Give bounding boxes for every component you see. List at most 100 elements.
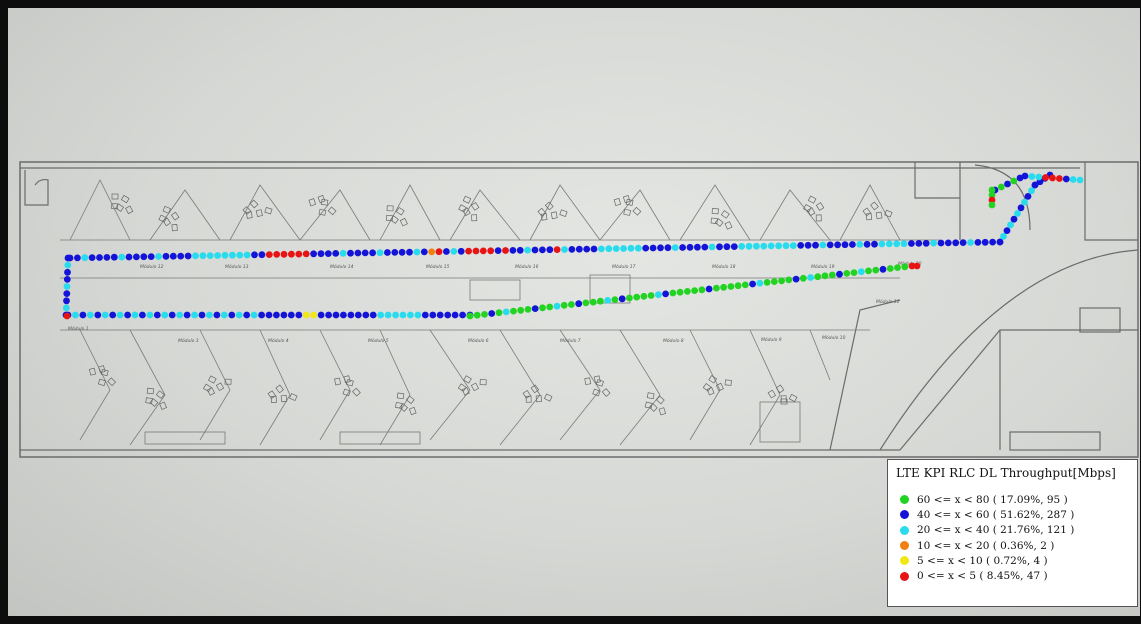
measurement-point <box>799 274 807 282</box>
measurement-point <box>908 262 916 270</box>
measurement-point <box>176 311 184 319</box>
svg-text:Módulo 6: Módulo 6 <box>468 337 489 344</box>
measurement-point <box>273 311 280 319</box>
measurement-point <box>139 311 146 319</box>
measurement-point <box>465 247 472 255</box>
measurement-point <box>109 311 117 319</box>
measurement-point <box>597 297 604 305</box>
measurement-point <box>642 244 650 252</box>
svg-text:Módulo 8: Módulo 8 <box>663 337 684 344</box>
measurement-point <box>125 253 133 261</box>
measurement-point <box>1003 227 1011 235</box>
measurement-point <box>657 244 664 252</box>
measurement-point <box>886 265 894 272</box>
legend-item: 60 <= x < 80 ( 17.09%, 95 ) <box>896 492 1129 507</box>
measurement-point <box>1010 215 1018 223</box>
measurement-point <box>64 268 71 276</box>
legend-color-dot <box>900 525 909 535</box>
measurement-point <box>1016 174 1024 182</box>
measurement-point <box>1069 176 1077 183</box>
measurement-point <box>575 300 583 308</box>
measurement-point <box>251 251 258 259</box>
measurement-point <box>347 311 355 319</box>
measurement-point <box>487 247 495 255</box>
measurement-point <box>339 249 347 257</box>
measurement-point <box>384 249 391 256</box>
module-labels-upper: Módulo 12 Módulo 13 Módulo 14 Módulo 15 … <box>140 260 922 270</box>
measurement-point <box>582 299 590 307</box>
legend-item-label: 5 <= x < 10 ( 0.72%, 4 ) <box>917 554 1048 567</box>
measurement-point <box>192 252 199 260</box>
measurement-point <box>340 311 347 319</box>
measurement-point <box>183 311 191 319</box>
measurement-point <box>295 250 303 258</box>
measurement-point <box>1031 181 1039 189</box>
measurement-point <box>459 311 466 319</box>
measurement-point <box>850 269 858 276</box>
svg-text:Módulo 17: Módulo 17 <box>612 263 636 270</box>
measurement-point <box>626 294 633 302</box>
measurement-point <box>841 241 849 249</box>
measurement-point <box>243 251 251 259</box>
measurement-point <box>997 183 1005 191</box>
measurement-point <box>74 254 81 262</box>
measurement-point <box>655 291 662 299</box>
measurement-point <box>191 311 199 319</box>
measurement-point <box>64 254 72 262</box>
measurement-point <box>1014 210 1021 217</box>
measurement-point <box>86 311 94 319</box>
measurement-point <box>531 246 539 254</box>
measurement-point <box>347 249 354 257</box>
legend-item: 10 <= x < 20 ( 0.36%, 2 ) <box>896 538 1129 553</box>
measurement-point <box>63 297 70 305</box>
measurement-point <box>213 311 221 319</box>
measurement-point <box>63 283 71 290</box>
measurement-point <box>589 298 597 306</box>
svg-text:Módulo 14: Módulo 14 <box>330 263 354 270</box>
measurement-point <box>377 311 385 319</box>
measurement-point <box>640 292 648 300</box>
measurement-point <box>79 311 87 319</box>
measurement-point <box>118 253 126 261</box>
measurement-point <box>1021 198 1028 206</box>
measurement-point <box>524 246 531 254</box>
measurement-point <box>849 241 856 248</box>
measurement-point <box>220 311 228 319</box>
measurement-point <box>1010 177 1018 185</box>
measurement-point <box>988 196 996 204</box>
measurement-point <box>384 311 392 319</box>
measurement-point <box>568 301 575 308</box>
measurement-point <box>243 311 251 319</box>
measurement-point <box>198 311 206 319</box>
measurement-point <box>583 245 591 253</box>
measurement-point <box>618 295 626 303</box>
measurement-point <box>488 310 496 317</box>
measurement-point <box>288 250 295 258</box>
measurement-point <box>669 289 677 297</box>
measurement-point <box>996 238 1004 246</box>
measurement-point <box>96 254 103 261</box>
measurement-point <box>843 270 851 277</box>
measurement-point <box>763 279 771 286</box>
measurement-point <box>494 247 502 255</box>
measurement-point <box>1024 193 1032 200</box>
measurement-point <box>930 239 937 247</box>
measurement-point <box>250 311 258 319</box>
measurement-point <box>604 297 612 304</box>
measurement-point <box>376 249 384 257</box>
measurement-point <box>258 251 266 259</box>
measurement-point <box>161 311 169 319</box>
measurement-point <box>553 246 561 254</box>
measurement-point <box>612 245 620 253</box>
measurement-point <box>741 281 749 289</box>
measurement-point <box>879 265 887 273</box>
legend-color-dot <box>900 556 909 566</box>
measurement-point <box>287 311 295 319</box>
measurement-point <box>199 252 207 260</box>
measurement-point <box>575 245 583 253</box>
measurement-point <box>81 254 89 262</box>
measurement-point <box>1049 174 1056 182</box>
measurement-point <box>516 246 524 254</box>
measurement-point <box>698 286 706 294</box>
measurement-point <box>265 311 273 319</box>
